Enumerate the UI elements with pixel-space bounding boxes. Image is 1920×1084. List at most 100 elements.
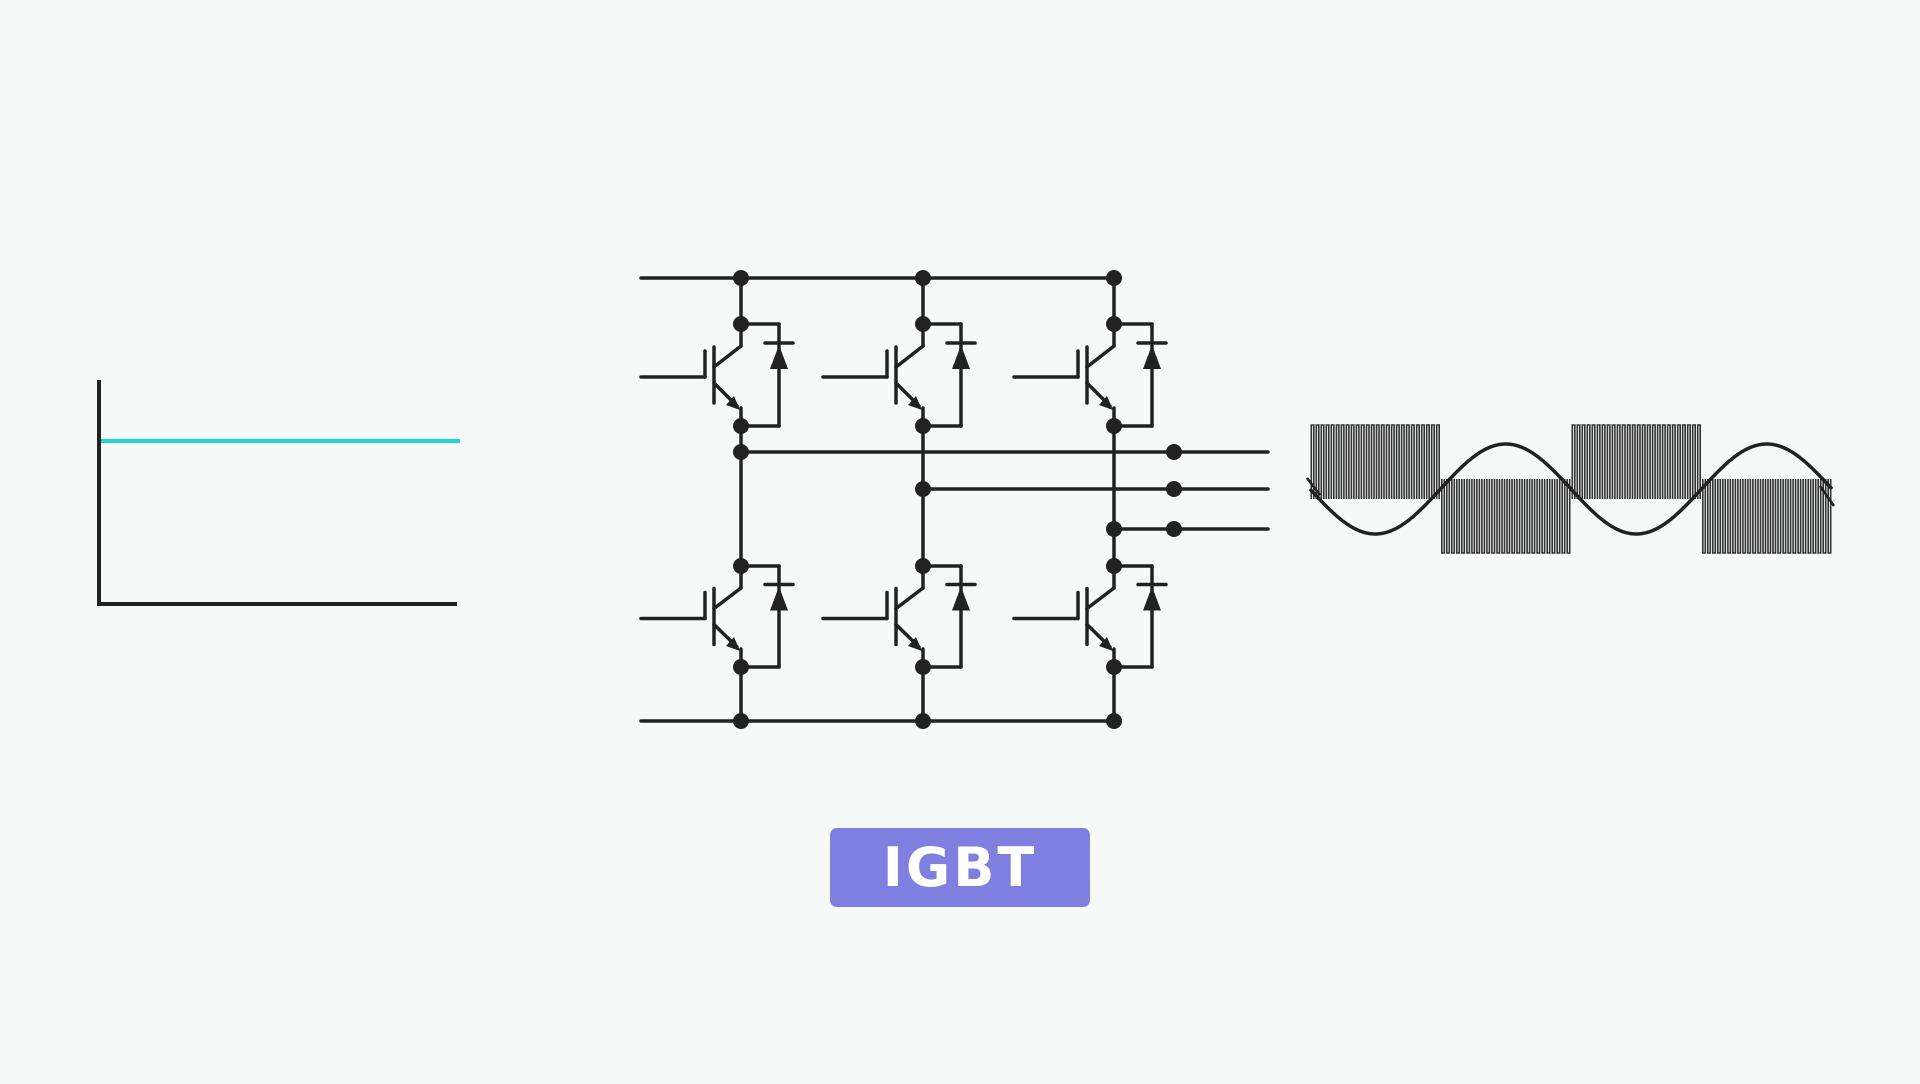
pwm-pulse [1782, 479, 1787, 554]
junction-dot [915, 481, 931, 497]
junction-dot [1106, 418, 1122, 434]
pwm-pulse [1365, 424, 1370, 499]
junction-dot [733, 713, 749, 729]
pwm-pulse [1777, 479, 1782, 554]
pwm-pulse [1596, 424, 1601, 499]
igbt-switch [1012, 322, 1168, 428]
bridge-legs [739, 278, 1116, 721]
waveform-left-tail [1306, 477, 1321, 496]
pwm-pulse [1330, 424, 1335, 499]
igbt-switch [821, 564, 977, 669]
pwm-pulse [1686, 424, 1691, 499]
pwm-pulse [1476, 479, 1481, 554]
igbt-switch [639, 322, 795, 428]
pwm-pulse [1380, 424, 1385, 499]
pwm-pulse [1345, 424, 1350, 499]
pwm-pulse [1636, 424, 1641, 499]
junction-dot [915, 659, 931, 675]
junction-dot [733, 418, 749, 434]
pwm-pulse [1807, 479, 1812, 554]
pwm-pulse [1772, 479, 1777, 554]
pwm-pulse [1752, 479, 1757, 554]
pwm-pulse [1591, 424, 1596, 499]
pwm-pulse [1496, 479, 1501, 554]
junction-dot [733, 270, 749, 286]
pwm-pulse [1666, 424, 1671, 499]
pwm-pulse [1681, 424, 1686, 499]
pwm-pulse [1531, 479, 1536, 554]
pwm-pulse [1671, 424, 1676, 499]
pwm-pulse [1320, 424, 1325, 499]
junction-dots [733, 270, 1182, 729]
pwm-pulse [1546, 479, 1551, 554]
pwm-pulse [1395, 424, 1400, 499]
pwm-pulse [1466, 479, 1471, 554]
pwm-pulse [1461, 479, 1466, 554]
pwm-pulse [1506, 479, 1511, 554]
pwm-pulse [1722, 479, 1727, 554]
pwm-pulse [1797, 479, 1802, 554]
pwm-pulse [1556, 479, 1561, 554]
pwm-pulse [1446, 479, 1451, 554]
junction-dot [1106, 270, 1122, 286]
diode-triangle [952, 345, 970, 369]
pwm-pulse [1576, 424, 1581, 499]
pwm-pulse [1405, 424, 1410, 499]
pwm-pulse [1511, 479, 1516, 554]
pwm-pulse [1762, 479, 1767, 554]
pwm-pulse [1616, 424, 1621, 499]
pwm-pulse [1732, 479, 1737, 554]
pwm-pulse [1747, 479, 1752, 554]
emitter-arrow [1099, 637, 1113, 651]
pwm-pulse [1812, 479, 1817, 554]
pwm-pulse [1571, 424, 1576, 499]
junction-dot [733, 444, 749, 460]
igbt-label-text: IGBT [882, 836, 1038, 899]
pwm-pulse [1817, 479, 1822, 554]
diode-triangle [1143, 586, 1161, 611]
pwm-pulse [1315, 424, 1320, 499]
pwm-pulse [1707, 479, 1712, 554]
junction-dot [1106, 558, 1122, 574]
pwm-pulse [1435, 424, 1440, 499]
pwm-pulse [1621, 424, 1626, 499]
pwm-pulse [1696, 424, 1701, 499]
junction-dot [915, 418, 931, 434]
junction-dot [1106, 521, 1122, 537]
pwm-pulse [1717, 479, 1722, 554]
pwm-pulse [1792, 479, 1797, 554]
pwm-pulse [1626, 424, 1631, 499]
junction-dot [915, 558, 931, 574]
pwm-pulse [1661, 424, 1666, 499]
pwm-pulse [1561, 479, 1566, 554]
pwm-pulse [1420, 424, 1425, 499]
junction-dot [733, 558, 749, 574]
pwm-pulse [1310, 424, 1315, 499]
pwm-pulse [1486, 479, 1491, 554]
pwm-pulse [1727, 479, 1732, 554]
emitter-arrow [1099, 396, 1113, 410]
pwm-pulse [1471, 479, 1476, 554]
pwm-output-waveform [1306, 424, 1836, 554]
pwm-pulse [1822, 479, 1827, 554]
pwm-pulse [1451, 479, 1456, 554]
junction-dot [1166, 481, 1182, 497]
waveform-right-tail [1818, 485, 1836, 507]
diode-triangle [770, 345, 788, 369]
pwm-pulse [1656, 424, 1661, 499]
pwm-pulse [1601, 424, 1606, 499]
pwm-pulse [1651, 424, 1656, 499]
pwm-pulse [1631, 424, 1636, 499]
junction-dot [1166, 521, 1182, 537]
pwm-pulse [1516, 479, 1521, 554]
pwm-pulse [1536, 479, 1541, 554]
pwm-pulse [1410, 424, 1415, 499]
pwm-pulse [1702, 479, 1707, 554]
emitter-arrow [908, 396, 922, 410]
pwm-pulse [1712, 479, 1717, 554]
pwm-pulse [1360, 424, 1365, 499]
pwm-pulse [1611, 424, 1616, 499]
pwm-pulse [1340, 424, 1345, 499]
